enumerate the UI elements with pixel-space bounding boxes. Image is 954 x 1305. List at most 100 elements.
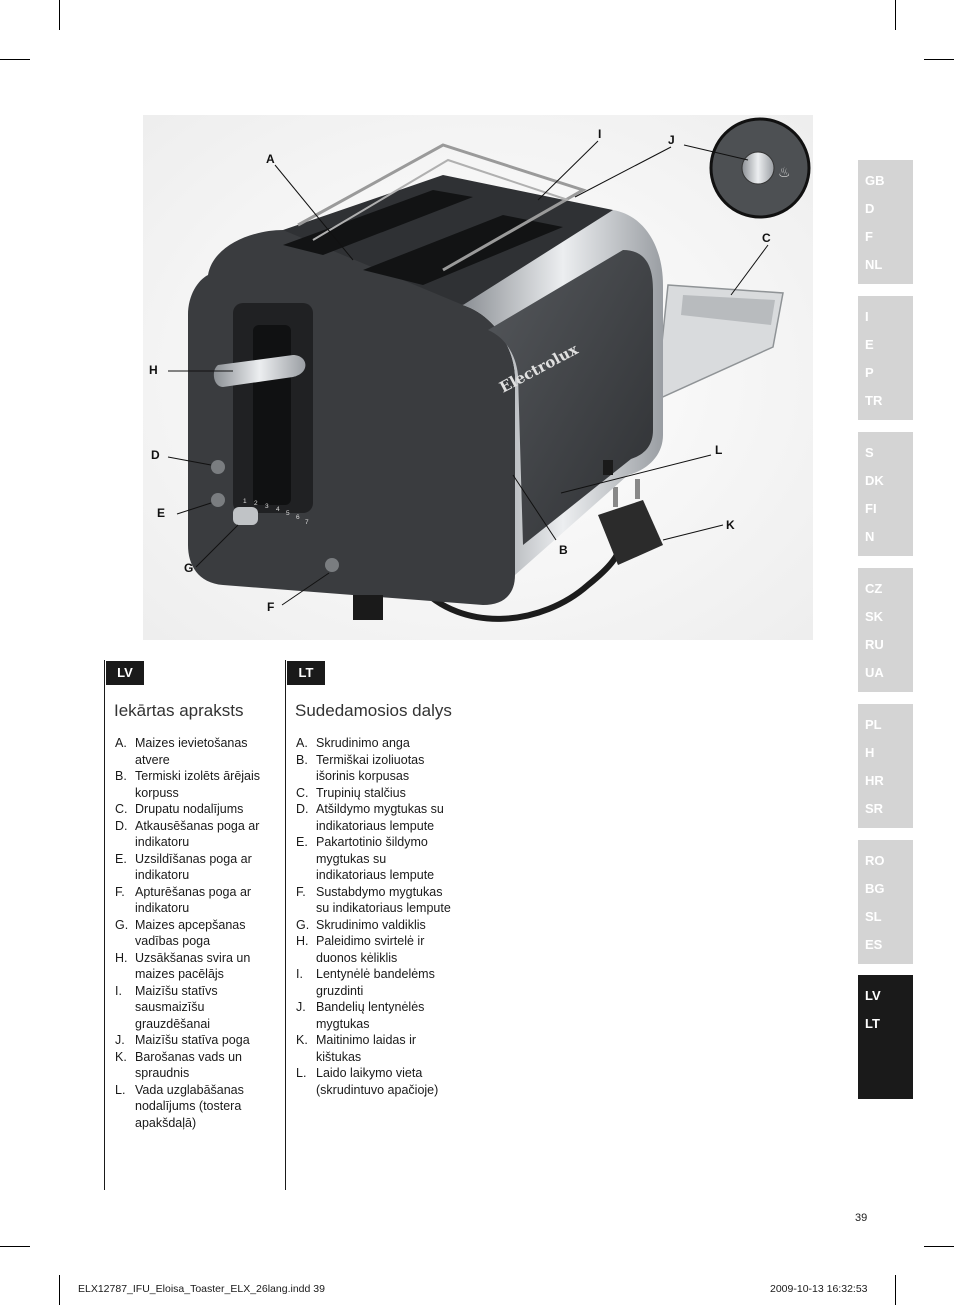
svg-text:3: 3 [265,503,269,510]
item-letter: B. [296,752,308,767]
language-code: TR [865,393,883,408]
language-code: DK [865,473,884,488]
footer-timestamp: 2009-10-13 16:32:53 [770,1283,868,1295]
language-tag-lt: LT [287,661,325,685]
list-item: C.Drupatu nodalījums [115,801,280,818]
reheat-button-icon [211,493,225,507]
item-letter: G. [115,917,129,932]
language-code: H [865,745,875,760]
svg-text:6: 6 [296,514,300,521]
item-text-line: indikatoru [135,835,190,849]
item-text-line: indikatoriaus lempute [316,818,435,833]
item-text-line: Atšildymo mygtukas su [316,802,444,816]
item-letter: C. [296,785,309,800]
language-code: BG [865,881,885,896]
language-code: LT [865,1016,880,1031]
item-text-line: korpuss [135,785,179,800]
svg-text:2: 2 [254,500,258,507]
svg-text:7: 7 [305,519,309,526]
item-text-line: Bandelių lentynėlės [316,1000,425,1014]
item-text-line: kištukas [316,1049,362,1064]
bun-icon: ♨ [778,164,791,180]
item-text-line: sausmaizīšu [135,1000,205,1014]
callout-label-k: K [726,518,735,532]
item-text-line: indikatoru [135,901,190,915]
item-text-line: Trupinių stalčius [316,785,406,800]
callout-label-b: B [559,543,568,557]
callout-label-c: C [762,231,771,245]
language-code: F [865,229,873,244]
crop-mark [0,59,30,60]
stop-button-icon [325,558,339,572]
language-code: SR [865,801,884,816]
item-letter: H. [296,934,309,948]
crop-mark [895,1275,896,1305]
item-text-line: Termiškai izoliuotas [316,752,425,767]
callout-label-g: G [184,561,194,575]
item-text-line: Maizīšu statīva poga [135,1033,250,1047]
list-item: G.Skrudinimo valdiklis [296,917,476,934]
item-letter: E. [296,835,308,849]
item-text-line: Sustabdymo mygtukas [316,884,443,899]
callout-label-j: J [668,133,675,147]
callout-label-f: F [267,600,275,614]
item-text-line: gruzdinti [316,983,364,998]
bun-rack-button-inset: ♨ [709,117,811,219]
item-letter: G. [296,917,310,932]
item-text-line: mygtukas [316,1016,370,1031]
column-rule-lt [285,660,286,1190]
item-text-line: (skrudintuvo apačioje) [316,1082,439,1097]
crop-mark [895,0,896,30]
language-code: FI [865,501,877,516]
language-code: LV [865,988,881,1003]
item-text-line: indikatoru [135,868,190,882]
section-title-lv: Iekārtas apraksts [114,701,244,720]
item-text-line: Paleidimo svirtelė ir [316,934,425,948]
svg-text:1: 1 [243,498,247,505]
item-text-line: Maizes apcepšanas [135,917,246,932]
item-text-line: išorinis korpusas [316,769,410,783]
crop-mark [59,1275,60,1305]
language-code: E [865,337,874,352]
item-text-line: spraudnis [135,1066,190,1080]
item-text-line: Apturēšanas poga ar [135,884,252,899]
language-code: SK [865,609,884,624]
column-rule-lv [104,660,105,1190]
svg-text:4: 4 [276,506,280,513]
footer-file-info: ELX12787_IFU_Eloisa_Toaster_ELX_26lang.i… [78,1283,325,1295]
crop-mark [0,1246,30,1247]
item-text-line: Barošanas vads un [135,1049,243,1064]
crop-mark [924,1246,954,1247]
language-code: RO [865,853,885,868]
language-group: LV LT [858,975,913,1099]
list-item: J. Bandelių lentynėlės mygtukas [296,999,476,1032]
list-item: B. Termiškai izoliuotas išorinis korpusas [296,752,476,785]
list-item: E. Uzsildīšanas poga ar indikatoru [115,851,280,884]
browning-control-icon [233,507,258,525]
item-letter: L. [296,1066,307,1080]
item-letter: F. [115,884,125,899]
item-text-line: apakšdaļā) [135,1115,197,1130]
item-text-line: vadības poga [135,934,211,948]
item-text-line: Maitinimo laidas ir [316,1033,417,1047]
item-letter: E. [115,851,127,866]
section-title-lt: Sudedamosios dalys [295,701,452,720]
item-letter: J. [296,1000,306,1014]
language-code: GB [865,173,885,188]
callout-label-h: H [149,363,158,377]
language-code: ES [865,937,883,952]
item-text-line: Uzsildīšanas poga ar [135,851,252,866]
